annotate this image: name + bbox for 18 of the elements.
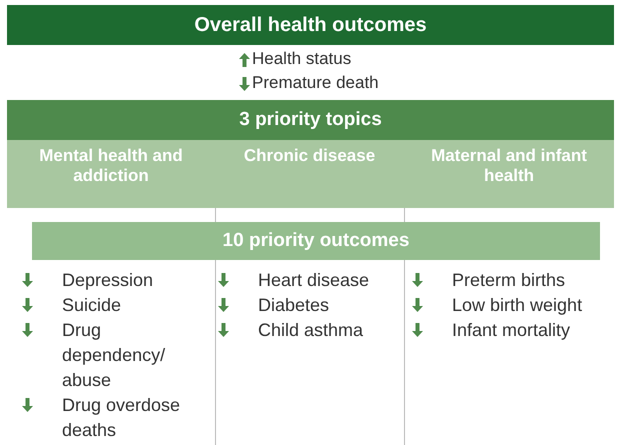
- outcome-item: Suicide: [62, 294, 122, 317]
- topic-panel: Mental health and addiction: [7, 140, 215, 208]
- outcome-item: Diabetes: [258, 294, 330, 317]
- topic-panel: Chronic disease: [215, 140, 404, 208]
- outcome-item: Heart disease: [258, 269, 370, 292]
- outcome-item: Low birth weight: [452, 294, 584, 317]
- header-band: Overall health outcomes: [7, 5, 614, 45]
- header-band: 3 priority topics: [7, 100, 614, 140]
- outcome-item: Infant mortality: [452, 319, 572, 342]
- topic-panel: Maternal and infant health: [404, 140, 614, 208]
- outcome-item: Preterm births: [452, 269, 566, 292]
- outcome-item: Drug overdose deaths: [62, 394, 182, 442]
- outcome-item: Depression: [62, 269, 154, 292]
- outcome-text: Premature death: [252, 72, 380, 94]
- outcome-item: Drug dependency/ abuse: [62, 319, 166, 392]
- outcome-text: Health status: [252, 48, 352, 70]
- outcome-item: Child asthma: [258, 319, 364, 342]
- header-band: 10 priority outcomes: [32, 222, 600, 260]
